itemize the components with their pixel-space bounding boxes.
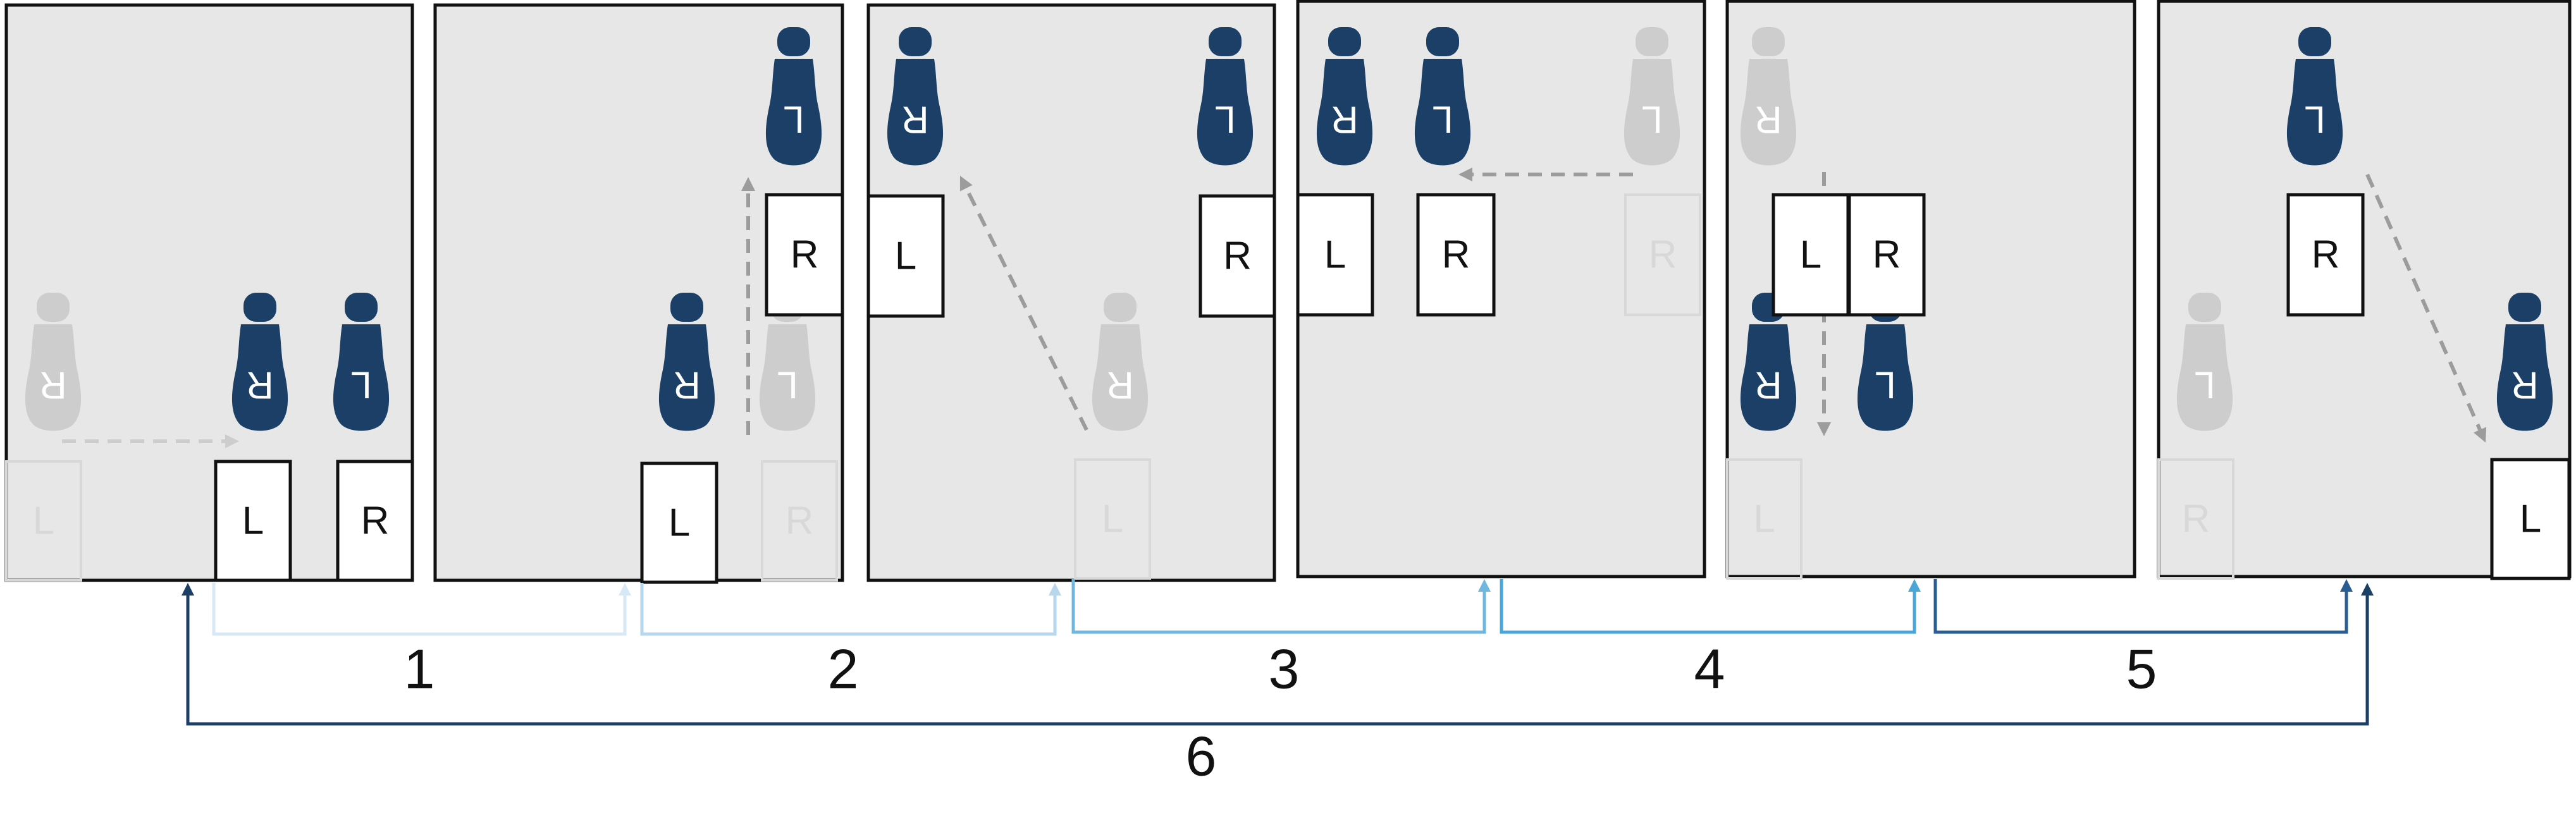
position-box-label: R [786, 499, 814, 543]
footprint-r-icon: R [658, 293, 715, 431]
step-number-label: 3 [1269, 638, 1300, 700]
step-connector-1: 1 [212, 583, 631, 700]
position-box-label: L [33, 499, 54, 543]
position-box-label: L [242, 499, 264, 543]
position-box-label: R [1442, 233, 1470, 277]
movement-arrow [1458, 168, 1633, 181]
footprint-label: L [783, 99, 804, 141]
footprint-r-icon: R [1740, 293, 1797, 431]
position-box-l: L [1074, 458, 1151, 580]
position-box-l: L [2490, 458, 2571, 580]
movement-arrow [62, 434, 239, 448]
position-box-label: R [1873, 233, 1901, 277]
footprint-label: R [1331, 99, 1358, 141]
position-box-label: L [669, 501, 690, 545]
panel-6: L R R L L R [2157, 0, 2572, 580]
footprint-l-icon: L [759, 293, 816, 431]
connectors-layer: 1 2 3 4 5 6 [182, 579, 2374, 788]
footprint-r-icon: R [887, 27, 944, 166]
footprint-l-icon: L [1414, 27, 1471, 166]
step-connector-2: 2 [640, 583, 1061, 700]
footprint-l-icon: L [333, 293, 390, 431]
movement-arrow [2365, 173, 2487, 443]
position-box-label: L [1753, 498, 1775, 541]
position-box-label: L [1102, 498, 1123, 541]
footprint-label: R [39, 364, 66, 406]
position-box-label: R [2312, 233, 2340, 277]
position-box-label: R [2182, 498, 2210, 541]
footprint-r-icon: R [2496, 293, 2553, 431]
position-box-l: L [1296, 193, 1374, 317]
footprint-r-icon: R [1092, 293, 1149, 431]
position-box-label: L [895, 235, 916, 278]
panel-4: L R R L L R [1296, 0, 1706, 578]
footprint-label: L [2194, 364, 2215, 406]
position-box-r: R [1847, 193, 1926, 317]
panels-layer: R L R L L R L R R L L R R L R L L R L R R L L R R L L R R L L R R L L R [4, 0, 2572, 584]
footprint-r-icon: R [1740, 27, 1797, 166]
position-box-label: L [1800, 233, 1821, 277]
footprint-label: R [246, 364, 273, 406]
panel-5: R L L R R L [1725, 0, 2136, 580]
panel-3: R L R L L R [866, 3, 1276, 582]
movement-arrow [959, 176, 1088, 431]
step-number-label: 4 [1694, 638, 1725, 700]
footprint-label: R [1754, 364, 1782, 406]
step-connector-5: 5 [1933, 579, 2353, 700]
panel-2: L R R L L R [433, 3, 844, 584]
footprint-l-icon: L [765, 27, 822, 166]
panel-1: R L R L L R [4, 3, 414, 582]
position-box-l: L [5, 460, 82, 582]
position-box-r: R [336, 460, 414, 582]
step-number-label: 1 [404, 638, 435, 700]
position-box-r: R [1416, 193, 1496, 317]
footprint-label: R [1754, 99, 1782, 141]
step-connector-3: 3 [1071, 579, 1491, 700]
footprint-l-icon: L [2176, 293, 2233, 431]
footprint-l-icon: L [1857, 293, 1914, 431]
position-box-label: R [791, 233, 819, 277]
position-box-l: L [214, 460, 292, 582]
footprint-l-icon: L [2286, 27, 2343, 166]
position-box-l: L [1726, 458, 1803, 580]
footprint-r-icon: R [25, 293, 82, 431]
footprint-r-icon: R [1316, 27, 1373, 166]
footprint-l-icon: L [1197, 27, 1254, 166]
position-box-label: R [1223, 235, 1252, 278]
step-number-label: 6 [1186, 725, 1217, 788]
position-box-l: L [1772, 193, 1850, 317]
footprint-l-icon: L [1624, 27, 1680, 166]
footprint-label: R [901, 99, 928, 141]
position-box-r: R [2157, 458, 2234, 580]
footprint-label: R [2511, 364, 2538, 406]
step-connector-6: 6 [182, 583, 2374, 788]
position-box-r: R [1624, 193, 1701, 316]
position-box-r: R [1199, 194, 1276, 318]
position-box-label: L [2520, 498, 2541, 541]
position-box-r: R [761, 460, 838, 582]
footprint-label: R [1106, 364, 1133, 406]
position-box-label: R [1649, 233, 1677, 277]
footprint-label: L [1875, 364, 1895, 406]
footprint-label: L [2304, 99, 2325, 141]
position-box-r: R [765, 193, 844, 317]
footprint-label: L [777, 364, 798, 406]
position-box-label: L [1324, 233, 1346, 277]
step-connector-4: 4 [1500, 579, 1921, 700]
footprint-label: L [350, 364, 371, 406]
step-number-label: 5 [2126, 638, 2157, 700]
position-box-label: R [361, 499, 390, 543]
footprint-label: R [673, 364, 700, 406]
position-box-l: L [640, 461, 718, 584]
footprint-r-icon: R [231, 293, 288, 431]
position-box-r: R [2286, 193, 2365, 317]
movement-arrow [741, 177, 755, 435]
position-box-l: L [866, 194, 945, 318]
step-number-label: 2 [828, 638, 859, 700]
footprint-label: L [1432, 99, 1453, 141]
footprint-label: L [1641, 99, 1662, 141]
footprint-label: L [1214, 99, 1235, 141]
